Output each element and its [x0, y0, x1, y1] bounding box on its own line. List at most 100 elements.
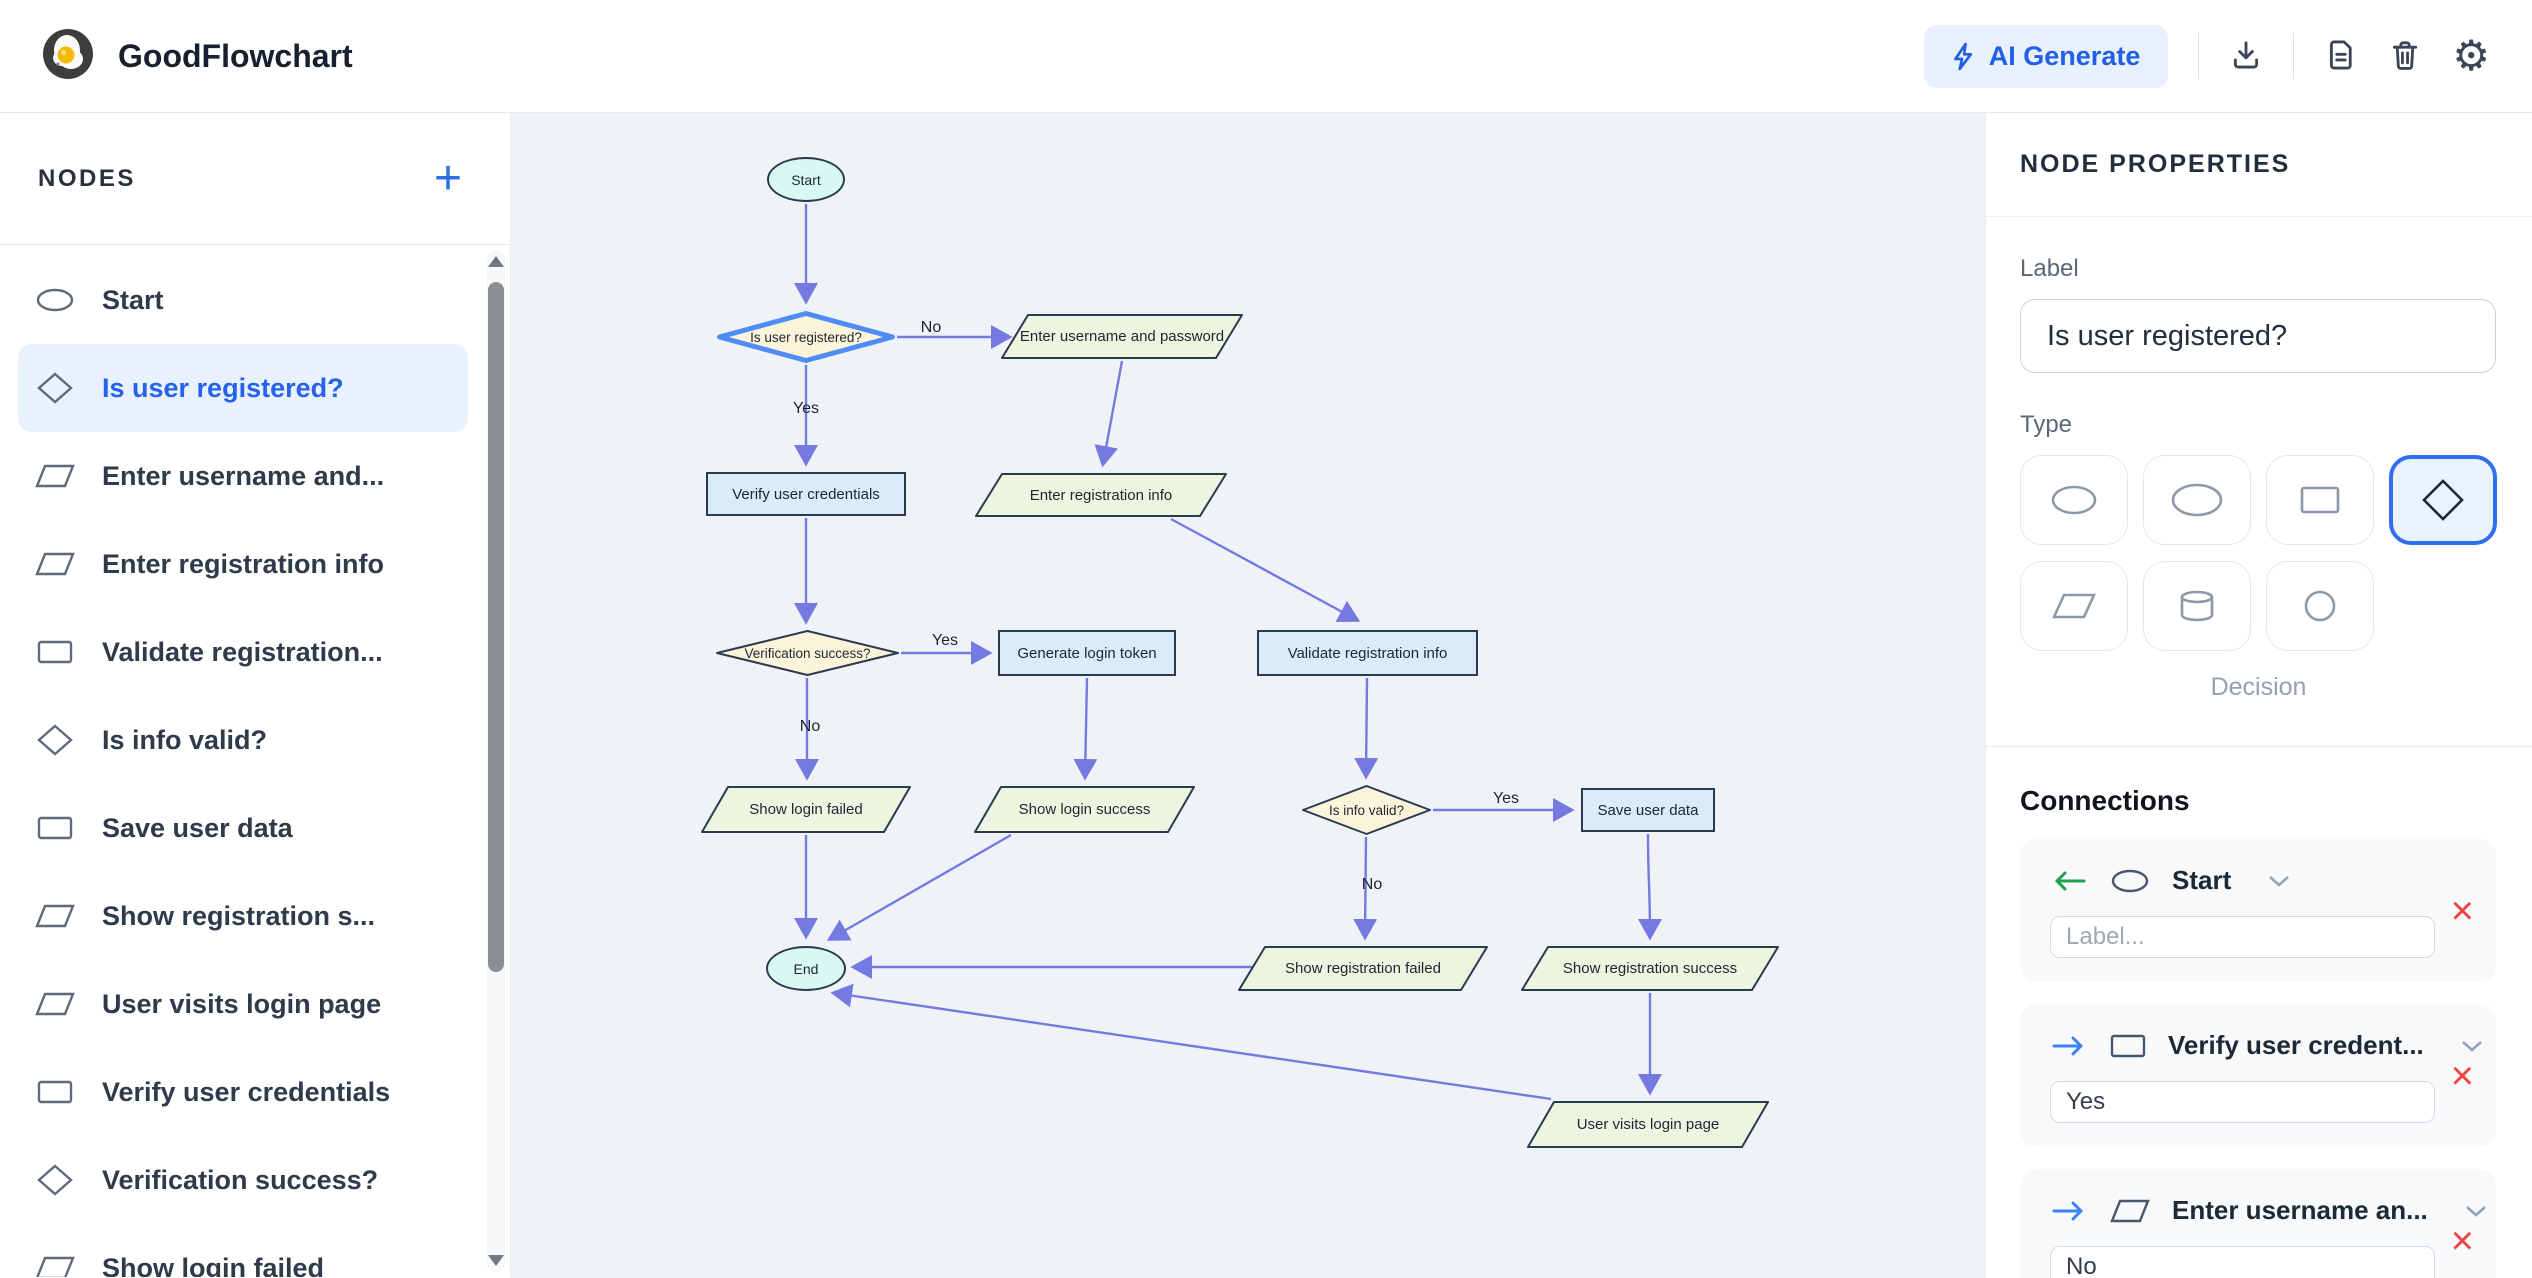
trash-icon [2388, 38, 2422, 75]
connection-label-input[interactable] [2050, 916, 2435, 958]
edge-label: Yes [1493, 790, 1519, 807]
type-selector [2020, 455, 2497, 651]
connection-label-input[interactable] [2050, 1081, 2435, 1123]
ai-generate-button[interactable]: AI Generate [1923, 24, 2169, 88]
sidebar-item-user-visits-login-page[interactable]: User visits login page [18, 960, 468, 1048]
flow-node-enter-registration-info[interactable]: Enter registration info [975, 473, 1227, 517]
rectangle-icon [34, 1080, 76, 1104]
parallelogram-icon [34, 552, 76, 576]
flow-edge[interactable] [1637, 833, 1662, 941]
label-caption: Label [2020, 255, 2079, 282]
flow-node-verify-user-credentials[interactable]: Verify user credentials [706, 472, 906, 516]
diamond-icon [34, 1164, 76, 1196]
chevron-down-icon[interactable] [2267, 874, 2291, 888]
edge-label: No [1362, 876, 1383, 893]
edge-label: No [800, 718, 821, 735]
rectangle-icon [2110, 1034, 2146, 1058]
parallelogram-icon [34, 904, 76, 928]
header-divider [2198, 33, 2200, 79]
edge-label: No [921, 319, 942, 336]
flow-node-is-info-valid[interactable]: Is info valid? [1302, 785, 1431, 835]
diamond-icon [34, 724, 76, 756]
header-divider [2293, 33, 2295, 79]
sidebar-item-is-info-valid[interactable]: Is info valid? [18, 696, 468, 784]
remove-connection-button[interactable]: × [2450, 1218, 2474, 1263]
chevron-down-icon[interactable] [2460, 1039, 2484, 1053]
flow-edge[interactable] [1170, 517, 1361, 622]
sidebar-item-save-user-data[interactable]: Save user data [18, 784, 468, 872]
parallelogram-icon [34, 992, 76, 1016]
app-logo-fried-egg-icon [42, 28, 94, 85]
type-database-button[interactable] [2143, 561, 2251, 651]
incoming-arrow-icon [2050, 868, 2088, 894]
outgoing-arrow-icon [2050, 1033, 2088, 1059]
connection-label-input[interactable] [2050, 1246, 2435, 1278]
header-actions: AI Generate [1923, 24, 2490, 88]
flow-node-end[interactable]: End [766, 946, 846, 991]
flow-edge[interactable] [830, 983, 1552, 1101]
flow-edges: No Yes Yes No Yes No [793, 204, 1662, 1101]
outgoing-arrow-icon [2050, 1198, 2088, 1224]
type-oval-button[interactable] [2143, 455, 2251, 545]
flow-node-save-user-data[interactable]: Save user data [1581, 788, 1715, 832]
flow-edge[interactable] [1073, 677, 1098, 781]
type-ellipse-button[interactable] [2020, 455, 2128, 545]
flow-edge[interactable] [826, 833, 1012, 941]
sidebar-item-verification-success[interactable]: Verification success? [18, 1136, 468, 1224]
flow-node-user-visits-login-page[interactable]: User visits login page [1527, 1101, 1769, 1148]
gear-icon: ⚙ [2452, 32, 2490, 79]
flow-node-show-registration-failed[interactable]: Show registration failed [1238, 946, 1488, 991]
settings-button[interactable]: ⚙ [2452, 35, 2490, 77]
remove-connection-button[interactable]: × [2450, 1053, 2474, 1098]
flow-node-show-registration-success[interactable]: Show registration success [1521, 946, 1779, 991]
flow-node-enter-username-and-password[interactable]: Enter username and password [1001, 314, 1243, 359]
properties-header: NODE PROPERTIES [1986, 113, 2532, 217]
remove-connection-button[interactable]: × [2450, 888, 2474, 933]
edge-label: Yes [793, 400, 819, 417]
sidebar-scrollbar[interactable] [487, 250, 505, 1272]
sidebar-item-enter-username[interactable]: Enter username and... [18, 432, 468, 520]
sidebar-header: NODES + [0, 113, 510, 245]
sidebar-item-show-login-failed[interactable]: Show login failed [18, 1224, 468, 1277]
connections-caption: Connections [2020, 785, 2190, 816]
node-label-input[interactable] [2020, 299, 2496, 373]
type-rectangle-button[interactable] [2266, 455, 2374, 545]
rectangle-icon [34, 640, 76, 664]
flowchart-canvas[interactable]: No Yes Yes No Yes No Start Is user regis… [511, 113, 1985, 1278]
scrollbar-thumb[interactable] [488, 282, 504, 972]
chevron-down-icon[interactable] [2464, 1204, 2488, 1218]
type-parallelogram-button[interactable] [2020, 561, 2128, 651]
brand: GoodFlowchart [42, 28, 353, 85]
add-node-button[interactable]: + [433, 151, 462, 205]
type-caption: Type [2020, 411, 2073, 438]
sidebar-item-show-registration-s[interactable]: Show registration s... [18, 872, 468, 960]
sidebar-item-is-user-registered[interactable]: Is user registered? [18, 344, 468, 432]
flow-node-start[interactable]: Start [767, 157, 845, 202]
download-button[interactable] [2229, 38, 2263, 75]
flow-edge[interactable] [1094, 360, 1124, 468]
type-diamond-button[interactable] [2389, 455, 2497, 545]
panel-divider [1986, 746, 2532, 747]
flow-node-show-login-success[interactable]: Show login success [974, 786, 1195, 833]
scroll-down-arrow-icon[interactable] [488, 1255, 504, 1266]
flow-node-validate-registration-info[interactable]: Validate registration info [1257, 630, 1478, 676]
ellipse-icon [2110, 869, 2150, 893]
sidebar-item-verify-user-credentials[interactable]: Verify user credentials [18, 1048, 468, 1136]
flow-edge[interactable] [1354, 677, 1379, 780]
delete-button[interactable] [2388, 38, 2422, 75]
flow-node-verification-success[interactable]: Verification success? [716, 630, 899, 676]
sidebar-item-start[interactable]: Start [18, 256, 468, 344]
app-title: GoodFlowchart [118, 37, 353, 74]
parallelogram-icon [2110, 1199, 2150, 1223]
sidebar-item-enter-registration-info[interactable]: Enter registration info [18, 520, 468, 608]
flow-node-generate-login-token[interactable]: Generate login token [998, 630, 1176, 676]
flow-node-is-user-registered[interactable]: Is user registered? [717, 311, 895, 363]
sidebar-item-validate-registration[interactable]: Validate registration... [18, 608, 468, 696]
document-icon [2324, 38, 2358, 75]
lightning-bolt-icon [1952, 42, 1974, 71]
type-circle-button[interactable] [2266, 561, 2374, 651]
flow-node-show-login-failed[interactable]: Show login failed [701, 786, 911, 833]
document-button[interactable] [2324, 38, 2358, 75]
scroll-up-arrow-icon[interactable] [488, 256, 504, 267]
flow-edge[interactable] [1353, 836, 1378, 941]
